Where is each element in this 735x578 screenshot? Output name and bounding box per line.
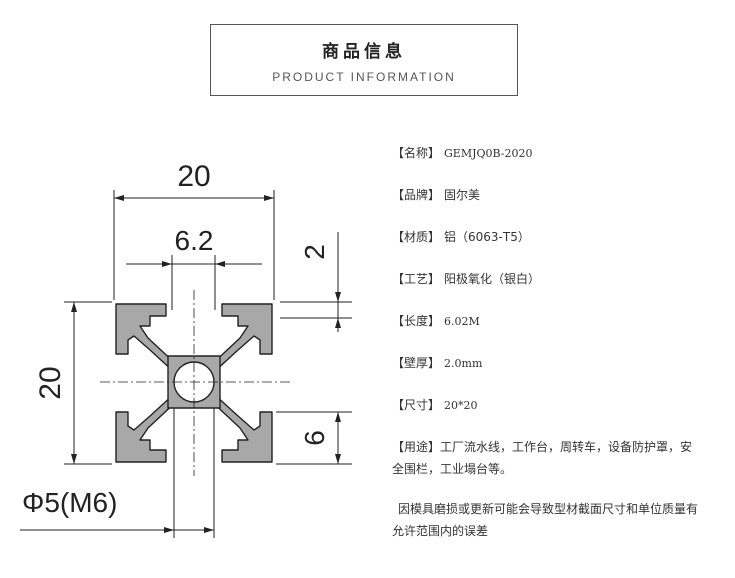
spec-value: 阳极氧化（银白） (444, 272, 541, 286)
spec-label: 【品牌】 (392, 188, 441, 202)
arrow (335, 412, 341, 422)
spec-row-brand: 【品牌】固尔美 (392, 186, 480, 203)
arrow (335, 318, 341, 328)
spec-value: 2.0mm (444, 357, 483, 370)
arrow (162, 261, 172, 267)
spec-label: 【壁厚】 (392, 356, 441, 370)
spec-value: GEMJQ0B-2020 (444, 147, 533, 160)
arrow (264, 195, 274, 201)
dim-lower-label: 6 (299, 430, 330, 446)
arrow (335, 292, 341, 302)
arrow (335, 454, 341, 464)
header-title: 商品信息 (322, 42, 406, 62)
spec-usage: 【用途】工厂流水线，工作台，周转车，设备防护罩，安全围栏，工业塌台等。 (392, 436, 702, 480)
spec-row-size: 【尺寸】20*20 (392, 396, 478, 413)
arrow (164, 527, 174, 533)
spec-row-length: 【长度】6.02M (392, 312, 480, 329)
dim-wall-label: 2 (299, 244, 330, 260)
header-subtitle: PRODUCT INFORMATION (272, 70, 456, 84)
arrow (71, 302, 77, 312)
spec-value: 铝（6063-T5） (444, 230, 530, 244)
dim-left-height-label: 20 (34, 366, 67, 399)
spec-row-material: 【材质】铝（6063-T5） (392, 228, 530, 245)
dim-slot-width-label: 6.2 (175, 225, 214, 256)
spec-label: 【材质】 (392, 230, 441, 244)
product-info-header: 商品信息 PRODUCT INFORMATION (210, 24, 518, 96)
spec-row-thickness: 【壁厚】2.0mm (392, 354, 482, 371)
arrow (114, 195, 124, 201)
spec-label: 【尺寸】 (392, 398, 441, 412)
dim-hole-label: Φ5(M6) (22, 487, 117, 518)
spec-label: 【长度】 (392, 314, 441, 328)
spec-value: 6.02M (444, 315, 480, 328)
arrow (204, 527, 214, 533)
spec-label: 【名称】 (392, 146, 441, 160)
spec-value: 固尔美 (444, 188, 481, 202)
usage-text: 工厂流水线，工作台，周转车，设备防护罩，安全围栏，工业塌台等。 (392, 440, 693, 476)
arrow (71, 454, 77, 464)
spec-row-process: 【工艺】阳极氧化（银白） (392, 270, 540, 287)
spec-row-name: 【名称】GEMJQ0B-2020 (392, 144, 533, 161)
profile-cross-section-svg: 20 6.2 2 20 6 Φ5(M6) (20, 160, 352, 538)
spec-label: 【工艺】 (392, 272, 441, 286)
arrow (215, 261, 225, 267)
profile-drawing: 20 6.2 2 20 6 Φ5(M6) (0, 140, 370, 560)
usage-label: 【用途】 (392, 440, 441, 454)
tolerance-note: 因模具磨损或更新可能会导致型材截面尺寸和单位质量有允许范围内的误差 (392, 502, 699, 538)
spec-value: 20*20 (444, 399, 478, 412)
dim-top-width-label: 20 (177, 160, 210, 193)
